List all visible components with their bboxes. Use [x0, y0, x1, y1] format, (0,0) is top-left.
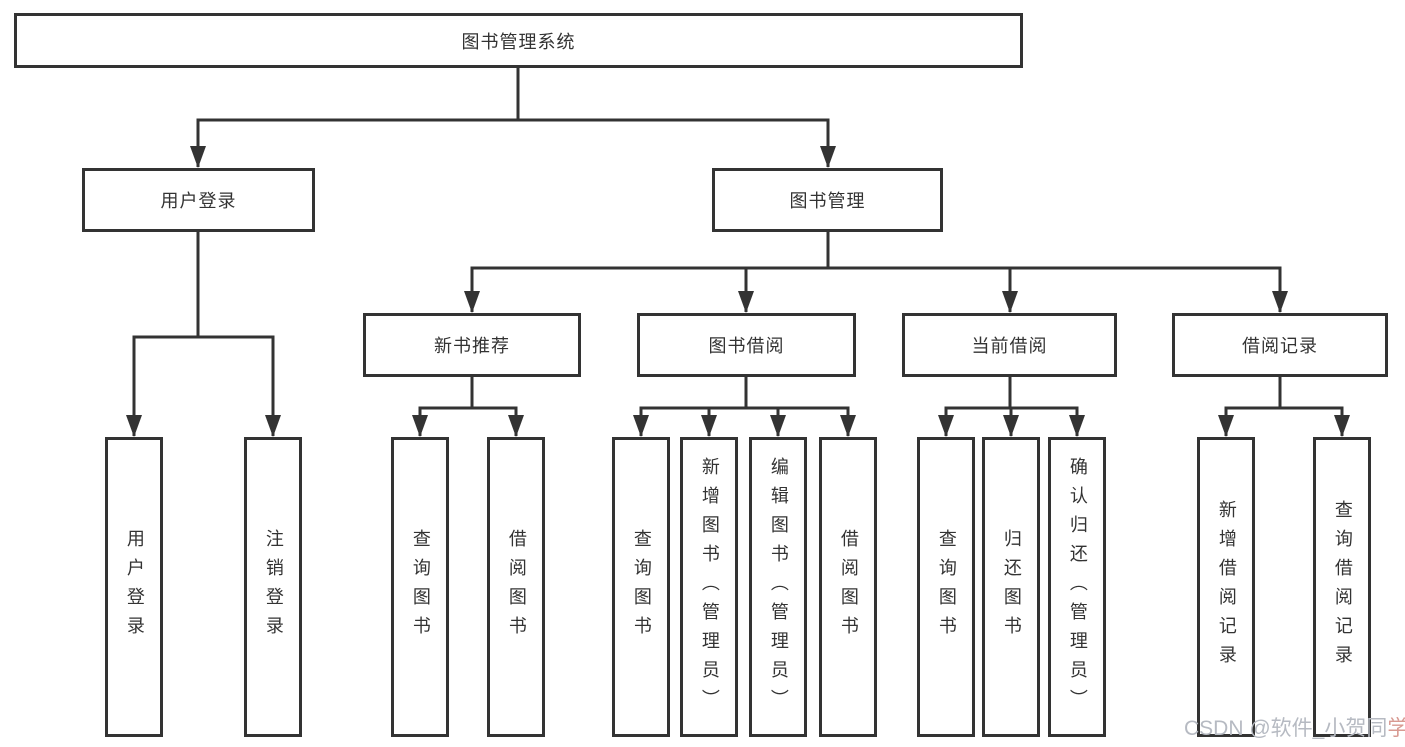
watermark-text: CSDN @软件_小贺同 [1184, 717, 1388, 740]
leaf-logout-login: 注销登录 [244, 437, 302, 737]
leaf-confirm-return-admin: 确认归还（管理员） [1048, 437, 1106, 737]
leaf-query-books-current-label: 查询图书 [936, 529, 957, 645]
connector-recommend-split [418, 377, 518, 436]
leaf-confirm-return-admin-label: 确认归还（管理员） [1067, 456, 1088, 718]
leaf-borrow-books-recommend: 借阅图书 [487, 437, 545, 737]
leaf-edit-book-admin-label: 编辑图书（管理员） [768, 456, 789, 718]
leaf-query-books-borrow: 查询图书 [612, 437, 670, 737]
leaf-borrow-books-recommend-label: 借阅图书 [506, 529, 527, 645]
leaf-logout-login-label: 注销登录 [263, 529, 284, 645]
leaf-user-login: 用户登录 [105, 437, 163, 737]
watermark: CSDN @软件_小贺同学 [1184, 712, 1405, 742]
arrowheads [126, 146, 1350, 437]
leaf-user-login-label: 用户登录 [124, 529, 145, 645]
leaf-query-books-recommend: 查询图书 [391, 437, 449, 737]
leaf-query-borrow-record-label: 查询借阅记录 [1332, 500, 1353, 674]
node-user-login: 用户登录 [82, 168, 315, 232]
leaf-query-books-recommend-label: 查询图书 [410, 529, 431, 645]
leaf-borrow-books-borrow-label: 借阅图书 [838, 529, 859, 645]
connector-root-split [196, 68, 830, 167]
leaf-add-book-admin: 新增图书（管理员） [680, 437, 738, 737]
leaf-add-borrow-record-label: 新增借阅记录 [1216, 500, 1237, 674]
connector-records-split [1224, 377, 1344, 436]
leaf-query-books-current: 查询图书 [917, 437, 975, 737]
node-new-book-recommendation: 新书推荐 [363, 313, 581, 377]
connector-borrow-split [639, 377, 850, 436]
leaf-return-books: 归还图书 [982, 437, 1040, 737]
leaf-add-book-admin-label: 新增图书（管理员） [699, 456, 720, 718]
node-book-borrowing: 图书借阅 [637, 313, 856, 377]
node-current-borrowing: 当前借阅 [902, 313, 1117, 377]
node-library-management-system: 图书管理系统 [14, 13, 1023, 68]
leaf-return-books-label: 归还图书 [1001, 529, 1022, 645]
connector-book-management-split [470, 232, 1282, 312]
leaf-add-borrow-record: 新增借阅记录 [1197, 437, 1255, 737]
connector-user-login-split [132, 232, 275, 436]
node-borrowing-records: 借阅记录 [1172, 313, 1388, 377]
leaf-query-borrow-record: 查询借阅记录 [1313, 437, 1371, 737]
leaf-borrow-books-borrow: 借阅图书 [819, 437, 877, 737]
watermark-accent-text: 学 [1387, 717, 1405, 740]
leaf-query-books-borrow-label: 查询图书 [631, 529, 652, 645]
node-book-management: 图书管理 [712, 168, 943, 232]
leaf-edit-book-admin: 编辑图书（管理员） [749, 437, 807, 737]
